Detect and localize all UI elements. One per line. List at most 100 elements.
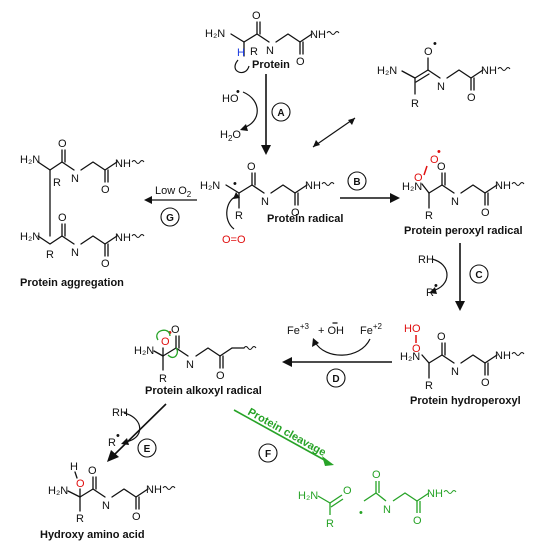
step-a-circle [271, 102, 291, 122]
svg-text:O: O [247, 161, 256, 173]
svg-text:NH: NH [146, 484, 162, 496]
step-c-circle [469, 264, 489, 284]
label-peroxyl: Protein peroxyl radical [404, 225, 523, 237]
protein-o2: O [296, 56, 305, 68]
svg-text:N: N [186, 359, 194, 371]
protein-chain-squiggle [326, 31, 340, 35]
label-hydroxy: Hydroxy amino acid [40, 529, 145, 541]
svg-text:N: N [71, 173, 79, 185]
step-f-circle [258, 443, 278, 463]
svg-text:O: O [437, 161, 446, 173]
svg-text:H₂N: H₂N [402, 181, 422, 193]
svg-text:•: • [359, 507, 363, 519]
svg-text:O: O [481, 207, 490, 219]
svg-text:O: O [132, 511, 141, 523]
svg-text:N: N [437, 81, 445, 93]
svg-text:O: O [216, 370, 225, 382]
step-c: RH R • C [418, 243, 489, 311]
aggregation-structure: H₂N R O N O NH H₂N R O N O NH Protein ag… [20, 138, 145, 289]
svg-text:O: O [101, 184, 110, 196]
svg-text:O: O [101, 258, 110, 270]
svg-text:O: O [437, 331, 446, 343]
svg-text:•: • [116, 430, 120, 442]
svg-text:H₂N: H₂N [134, 345, 154, 357]
svg-text:H₂N: H₂N [400, 351, 420, 363]
h-abstraction-arrow [234, 59, 250, 74]
step-a-arrowhead [261, 145, 271, 155]
low-oxygen-label: Low O2 [155, 185, 192, 199]
step-a-letter: A [277, 108, 284, 119]
svg-text:N: N [451, 196, 459, 208]
svg-text:NH: NH [115, 158, 131, 170]
peroxyl-radical-structure: O • O H₂N R O N O NH Protein peroxyl rad… [402, 146, 525, 237]
svg-text:•: • [434, 280, 438, 292]
step-g-circle [160, 207, 180, 227]
svg-text:NH: NH [427, 488, 443, 500]
step-b-letter: B [353, 177, 360, 188]
r-radical-label: R [426, 287, 434, 299]
step-d: Fe+3 + OH Fe+2 D [282, 322, 392, 388]
protein-o1: O [252, 10, 261, 22]
svg-text:N: N [261, 196, 269, 208]
svg-text:R: R [326, 518, 334, 530]
protein-backbone-1 [243, 33, 270, 43]
step-d-circle [326, 368, 346, 388]
hydroxy-amino-acid-structure: H O H₂N R O N O NH Hydroxy amino acid [40, 461, 176, 541]
svg-text:H: H [70, 461, 78, 473]
label-cleavage: Protein cleavage [246, 406, 328, 459]
rh-label-e: RH [112, 407, 128, 419]
svg-text:•: • [233, 178, 237, 190]
svg-text:O: O [161, 336, 170, 348]
alkoxyl-green-arrow [156, 329, 171, 341]
step-b: B [340, 171, 400, 203]
svg-text:NH: NH [115, 232, 131, 244]
step-e-circle [137, 438, 157, 458]
svg-text:O: O [372, 469, 381, 481]
resonance-radical-structure: H₂N R O • N O NH [377, 38, 511, 110]
hydroperoxyl-structure: HO O H₂N R O N O NH Protein hydroperoxyl [400, 323, 525, 407]
protein-radical-structure: H₂N • R O N O NH Protein radical O=O [200, 161, 343, 246]
resonance-arrow [312, 117, 356, 148]
svg-text:O: O [430, 154, 439, 166]
svg-text:NH: NH [481, 65, 497, 77]
label-alkoxyl: Protein alkoxyl radical [145, 385, 262, 397]
water-label: H2O [220, 129, 241, 143]
label-protein-radical: Protein radical [267, 213, 343, 225]
svg-text:O: O [343, 485, 352, 497]
svg-text:O: O [291, 207, 300, 219]
svg-text:NH: NH [495, 350, 511, 362]
step-a-curved-arrow [242, 91, 258, 129]
svg-text:•: • [437, 146, 441, 158]
svg-text:O: O [76, 478, 85, 490]
fe3-label: Fe+3 [287, 322, 310, 337]
hydroxide-label: + OH [318, 325, 344, 337]
step-e-letter: E [144, 444, 151, 455]
protein-backbone-2 [275, 33, 313, 43]
protein-h2n: H₂N [205, 28, 225, 40]
svg-text:R: R [159, 373, 167, 385]
protein-abstracted-h: H [237, 47, 245, 59]
step-a: HO • H2O A [220, 74, 291, 155]
fe2-label: Fe+2 [360, 322, 383, 337]
svg-text:R: R [53, 177, 61, 189]
svg-text:O: O [412, 343, 421, 355]
svg-text:N: N [71, 247, 79, 259]
svg-text:N: N [102, 500, 110, 512]
protein-r: R [250, 46, 258, 58]
svg-text:O: O [58, 138, 67, 150]
r-radical-label-e: R [108, 437, 116, 449]
svg-text:H₂N: H₂N [298, 490, 318, 502]
svg-text:HO: HO [404, 323, 421, 335]
svg-text:N: N [451, 366, 459, 378]
svg-text:O: O [58, 212, 67, 224]
svg-text:R: R [425, 210, 433, 222]
svg-text:O: O [413, 515, 422, 527]
label-aggregation: Protein aggregation [20, 277, 124, 289]
svg-text:•: • [236, 86, 240, 98]
cleavage-products: H₂N O R • O N O NH [298, 469, 457, 530]
svg-text:H₂N: H₂N [200, 180, 220, 192]
label-protein: Protein [252, 59, 290, 71]
svg-text:O: O [424, 46, 433, 58]
step-e: RH R • E [107, 403, 167, 462]
